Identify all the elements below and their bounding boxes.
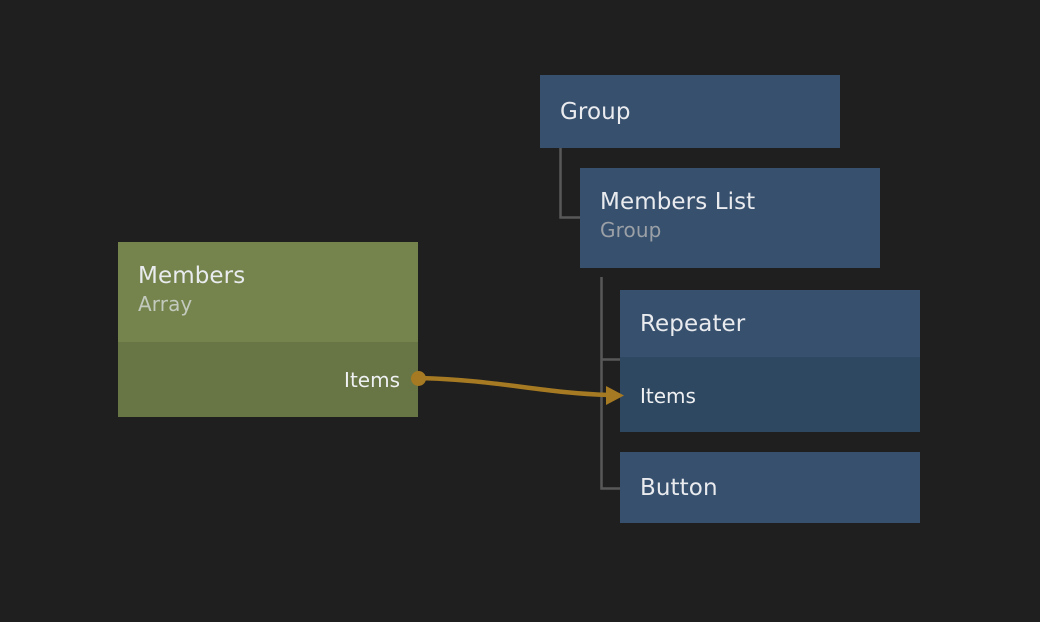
node-members-list[interactable]: Members List Group [580,168,880,268]
node-button[interactable]: Button [620,452,920,523]
node-members-list-title: Members List [600,189,756,215]
node-members-list-subtitle: Group [600,218,662,242]
node-members-body: Items [118,342,418,417]
tree-line-group-to-members-list [559,148,580,219]
connection-source-dot-icon[interactable] [411,371,426,386]
node-members-output-port-label: Items [344,367,400,392]
node-button-header[interactable]: Button [620,452,920,523]
node-repeater-input-port-label: Items [640,383,696,408]
node-repeater-input-port-items[interactable]: Items [620,357,920,432]
node-members-list-header[interactable]: Members List Group [580,168,880,268]
node-members-title: Members [138,263,246,289]
node-group[interactable]: Group [540,75,840,148]
node-button-title: Button [640,474,718,501]
node-members-output-port-items[interactable]: Items [118,342,418,417]
node-repeater-header[interactable]: Repeater [620,290,920,357]
node-members-header[interactable]: Members Array [118,242,418,342]
node-repeater[interactable]: Repeater Items [620,290,920,432]
tree-line-members-list-spine [600,277,620,490]
node-group-title: Group [560,98,631,125]
node-members[interactable]: Members Array Items [118,242,418,417]
node-repeater-title: Repeater [640,310,746,337]
node-repeater-body: Items [620,357,920,432]
connection-wire-members-items-to-repeater-items[interactable] [416,375,613,398]
node-members-subtitle: Array [138,292,193,316]
node-group-header[interactable]: Group [540,75,840,148]
